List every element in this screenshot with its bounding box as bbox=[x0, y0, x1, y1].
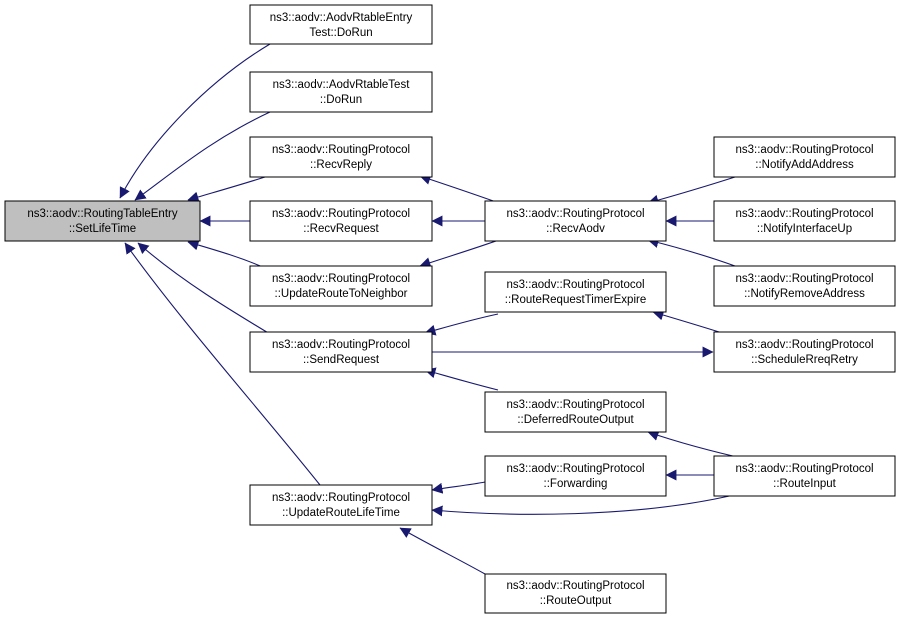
node-recv-aodv-line1: ns3::aodv::RoutingProtocol bbox=[506, 208, 644, 220]
node-notify-remove-line1: ns3::aodv::RoutingProtocol bbox=[735, 273, 873, 285]
node-schedule-retry-line1: ns3::aodv::RoutingProtocol bbox=[735, 339, 873, 351]
node-route-output[interactable]: ns3::aodv::RoutingProtocol ::RouteOutput bbox=[484, 573, 667, 614]
edge-update-lifetime-to-root bbox=[124, 242, 321, 486]
node-send-request-line1: ns3::aodv::RoutingProtocol bbox=[272, 339, 410, 351]
node-notify-add[interactable]: ns3::aodv::RoutingProtocol ::NotifyAddAd… bbox=[713, 136, 896, 178]
node-rreq-timer[interactable]: ns3::aodv::RoutingProtocol ::RouteReques… bbox=[484, 271, 667, 313]
node-root[interactable]: ns3::aodv::RoutingTableEntry ::SetLifeTi… bbox=[4, 200, 201, 242]
edge-rtable-test-to-root bbox=[134, 111, 271, 201]
node-recv-aodv-line2: ::RecvAodv bbox=[546, 223, 605, 235]
node-entry-test-line2: Test::DoRun bbox=[309, 27, 372, 39]
node-rtable-test-line1: ns3::aodv::AodvRtableTest bbox=[273, 79, 411, 91]
edge-send-request-to-root bbox=[137, 242, 276, 338]
node-update-lifetime[interactable]: ns3::aodv::RoutingProtocol ::UpdateRoute… bbox=[249, 484, 433, 526]
edge-notify-add-to-recv-aodv bbox=[647, 176, 736, 206]
node-notify-up-line1: ns3::aodv::RoutingProtocol bbox=[735, 208, 873, 220]
node-send-request-line2: ::SendRequest bbox=[303, 354, 380, 366]
node-recv-request-line2: ::RecvRequest bbox=[303, 223, 379, 235]
edge-forwarding-to-update-lifetime bbox=[431, 481, 486, 494]
node-rtable-test-line2: ::DoRun bbox=[320, 94, 362, 106]
edge-rreq-timer-to-send-request bbox=[424, 313, 499, 336]
node-forwarding[interactable]: ns3::aodv::RoutingProtocol ::Forwarding bbox=[484, 455, 667, 497]
node-route-output-line1: ns3::aodv::RoutingProtocol bbox=[506, 580, 644, 592]
node-route-output-line2: ::RouteOutput bbox=[540, 595, 612, 607]
node-rtable-test[interactable]: ns3::aodv::AodvRtableTest ::DoRun bbox=[249, 71, 433, 113]
node-update-neighbor[interactable]: ns3::aodv::RoutingProtocol ::UpdateRoute… bbox=[249, 265, 433, 307]
node-update-neighbor-line2: ::UpdateRouteToNeighbor bbox=[275, 288, 408, 300]
node-notify-add-line1: ns3::aodv::RoutingProtocol bbox=[735, 144, 873, 156]
edge-deferred-to-send-request bbox=[424, 367, 499, 391]
node-recv-aodv[interactable]: ns3::aodv::RoutingProtocol ::RecvAodv bbox=[484, 200, 667, 242]
node-root-line2: ::SetLifeTime bbox=[69, 223, 136, 235]
node-rreq-timer-line1: ns3::aodv::RoutingProtocol bbox=[506, 279, 644, 291]
edge-entry-test-to-root bbox=[119, 43, 271, 199]
node-forwarding-line2: ::Forwarding bbox=[544, 478, 608, 490]
node-root-line1: ns3::aodv::RoutingTableEntry bbox=[27, 208, 177, 220]
node-forwarding-line1: ns3::aodv::RoutingProtocol bbox=[506, 463, 644, 475]
node-rreq-timer-line2: ::RouteRequestTimerExpire bbox=[505, 294, 646, 306]
node-entry-test-line1: ns3::aodv::AodvRtableEntry bbox=[270, 12, 413, 24]
node-schedule-retry-line2: ::ScheduleRreqRetry bbox=[751, 354, 858, 366]
edge-route-output-to-update-lifetime bbox=[399, 527, 486, 575]
node-recv-request-line1: ns3::aodv::RoutingProtocol bbox=[272, 208, 410, 220]
node-recv-reply[interactable]: ns3::aodv::RoutingProtocol ::RecvReply bbox=[249, 136, 433, 178]
node-route-input-line2: ::RouteInput bbox=[773, 478, 836, 490]
edge-route-input-to-update-lifetime bbox=[431, 490, 751, 517]
node-update-neighbor-line1: ns3::aodv::RoutingProtocol bbox=[272, 273, 410, 285]
node-entry-test[interactable]: ns3::aodv::AodvRtableEntry Test::DoRun bbox=[249, 4, 433, 45]
node-notify-up[interactable]: ns3::aodv::RoutingProtocol ::NotifyInter… bbox=[713, 200, 896, 242]
edge-notify-remove-to-recv-aodv bbox=[647, 237, 736, 267]
node-notify-up-line2: ::NotifyInterfaceUp bbox=[757, 223, 852, 235]
node-update-lifetime-line1: ns3::aodv::RoutingProtocol bbox=[272, 492, 410, 504]
node-send-request[interactable]: ns3::aodv::RoutingProtocol ::SendRequest bbox=[249, 331, 433, 373]
node-schedule-retry[interactable]: ns3::aodv::RoutingProtocol ::ScheduleRre… bbox=[713, 331, 896, 373]
node-notify-add-line2: ::NotifyAddAddress bbox=[755, 159, 854, 171]
node-route-input-line1: ns3::aodv::RoutingProtocol bbox=[735, 463, 873, 475]
node-recv-reply-line2: ::RecvReply bbox=[310, 159, 372, 171]
node-deferred-line2: ::DeferredRouteOutput bbox=[517, 414, 634, 426]
edge-update-neighbor-to-root bbox=[187, 239, 266, 269]
node-recv-request[interactable]: ns3::aodv::RoutingProtocol ::RecvRequest bbox=[249, 200, 433, 242]
node-deferred-line1: ns3::aodv::RoutingProtocol bbox=[506, 399, 644, 411]
node-route-input[interactable]: ns3::aodv::RoutingProtocol ::RouteInput bbox=[713, 455, 896, 497]
node-deferred[interactable]: ns3::aodv::RoutingProtocol ::DeferredRou… bbox=[484, 391, 667, 433]
edge-recv-reply-to-root bbox=[187, 176, 266, 203]
node-recv-reply-line1: ns3::aodv::RoutingProtocol bbox=[272, 144, 410, 156]
node-notify-remove-line2: ::NotifyRemoveAddress bbox=[744, 288, 865, 300]
node-update-lifetime-line2: ::UpdateRouteLifeTime bbox=[282, 507, 400, 519]
node-notify-remove[interactable]: ns3::aodv::RoutingProtocol ::NotifyRemov… bbox=[713, 265, 896, 307]
nodes-layer: ns3::aodv::RoutingTableEntry ::SetLifeTi… bbox=[4, 4, 896, 614]
edges-layer bbox=[119, 43, 751, 575]
